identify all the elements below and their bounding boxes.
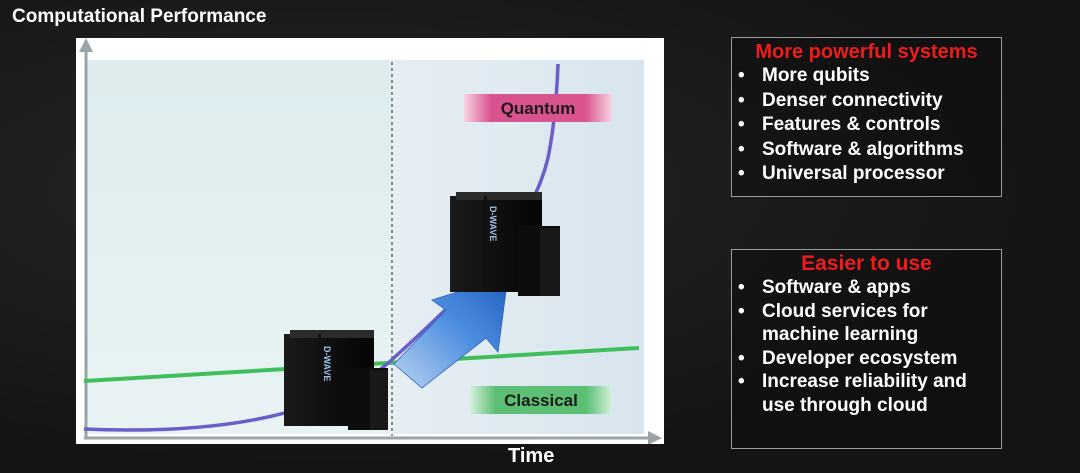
list-item: •Universal processor xyxy=(738,163,945,184)
list-item: •Features & controls xyxy=(738,114,941,135)
x-axis-arrowhead xyxy=(648,431,662,444)
systems-panel: More powerful systems •More qubits •Dens… xyxy=(731,37,1002,197)
brand-label-large: D-WAVE xyxy=(488,206,498,241)
list-item: •Software & algorithms xyxy=(738,138,964,160)
list-item: •Software & apps xyxy=(738,277,911,298)
page-title: Computational Performance xyxy=(12,6,267,27)
plot-frame: D-WAVE D-WAVE Quantum Classical xyxy=(76,38,664,444)
classical-label: Classical xyxy=(504,391,578,410)
ease-heading: Easier to use xyxy=(801,252,932,275)
x-axis-label: Time xyxy=(508,445,555,467)
dwave-machine-small: D-WAVE xyxy=(284,330,388,430)
progress-arrow xyxy=(393,275,509,389)
list-item: •Increase reliability and use through cl… xyxy=(738,371,967,416)
y-axis-arrowhead xyxy=(79,38,93,52)
systems-heading: More powerful systems xyxy=(755,41,978,63)
classical-label-bg xyxy=(470,386,612,414)
dwave-machine-large: D-WAVE xyxy=(450,192,560,296)
ease-panel: Easier to use •Software & apps •Cloud se… xyxy=(731,249,1002,449)
quantum-label-bg xyxy=(464,94,612,122)
quantum-label: Quantum xyxy=(501,99,576,118)
performance-diagram: D-WAVE D-WAVE Quantum Classical xyxy=(79,38,662,444)
list-item: •Developer ecosystem xyxy=(738,347,958,369)
list-item: •Cloud services for machine learning xyxy=(738,300,928,346)
ease-list: •Software & apps •Cloud services for mac… xyxy=(732,276,1001,417)
brand-label-small: D-WAVE xyxy=(322,346,332,381)
list-item: •More qubits xyxy=(738,65,870,86)
list-item: •Denser connectivity xyxy=(738,89,943,111)
systems-list: •More qubits •Denser connectivity •Featu… xyxy=(732,64,1001,187)
